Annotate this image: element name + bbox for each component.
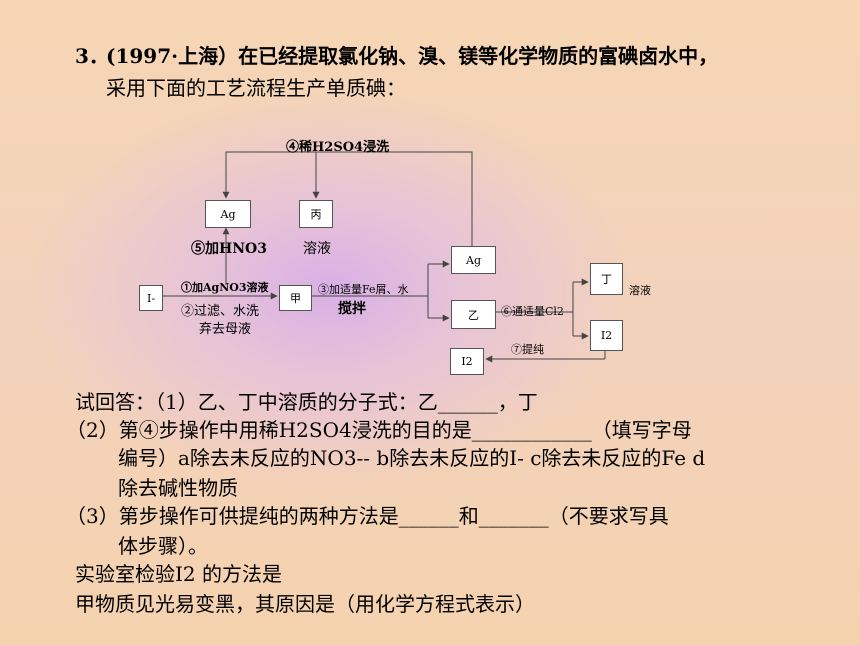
answer-q2-line3: 除去碱性物质 [118,476,238,500]
box-ag-top: Ag [205,200,251,228]
question-line-1: (1997·上海）在已经提取氯化钠、溴、镁等化学物质的富碘卤水中， [106,44,719,68]
answer-q4: 实验室检验I2 的方法是 [75,562,282,586]
label-step3: ③加适量Fe屑、水 [318,283,409,296]
answer-q5: 甲物质见光易变黑，其原因是（用化学方程式表示） [75,592,535,616]
label-discard: 弃去母液 [199,322,252,337]
box-ag-mid: Ag [451,246,496,274]
label-solution-ding: 溶液 [629,284,651,297]
label-step4: ④稀H2SO4浸洗 [286,140,390,155]
label-step7: ⑦提纯 [511,343,544,356]
label-stir: 搅拌 [338,301,366,317]
box-bing: 丙 [299,200,333,228]
label-step5: ⑤加HNO3 [191,241,267,257]
label-step1: ①加AgNO3溶液 [181,281,269,294]
box-i2-right: I2 [590,320,623,351]
label-step2: ②过滤、水洗 [181,304,260,319]
answer-q2-line1: （2）第④步操作中用稀H2SO4浸洗的目的是____________（填写字母 [66,418,692,442]
box-i2-bottom: I2 [450,348,484,375]
answer-q3-line1: （3）第步操作可供提纯的两种方法是______和_______（不要求写具 [66,504,669,528]
label-solution-bing: 溶液 [303,241,331,257]
box-jia: 甲 [279,285,312,311]
question-line-2: 采用下面的工艺流程生产单质碘： [106,76,406,100]
label-step6: ⑥通适量Cl2 [501,305,564,318]
box-yi: 乙 [451,300,496,329]
box-i-minus: I- [139,285,163,311]
box-ding: 丁 [590,263,623,295]
question-number: 3． [75,44,109,68]
answer-q2-line2: 编号）a除去未反应的NO3-- b除去未反应的I- c除去未反应的Fe d [118,446,706,470]
answer-q1: 试回答：（1）乙、丁中溶质的分子式：乙______，丁 [75,390,538,414]
answer-q3-line2: 体步骤）。 [118,534,208,558]
